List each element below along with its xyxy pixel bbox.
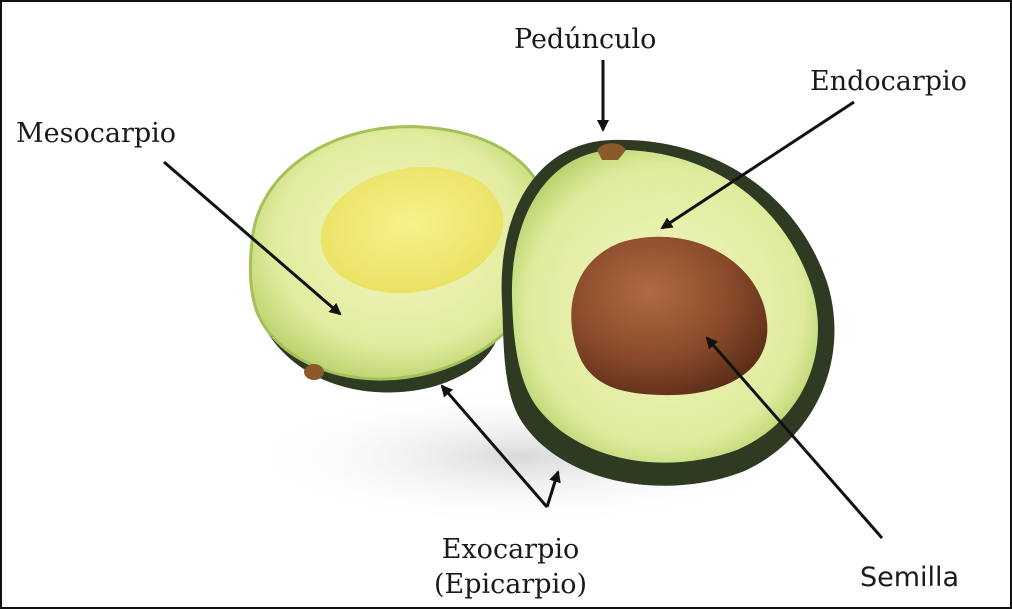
label-exocarp: Exocarpio (434, 536, 587, 563)
left-stem-nub (304, 364, 324, 380)
label-seed: Semilla (860, 564, 959, 591)
label-exocarp-group: Exocarpio (Epicarpio) (434, 536, 587, 606)
label-endocarp: Endocarpio (810, 68, 967, 95)
right-avocado-half (502, 140, 835, 486)
label-mesocarp: Mesocarpio (16, 120, 176, 147)
label-peduncle: Pedúnculo (514, 26, 656, 53)
label-epicarp: (Epicarpio) (434, 571, 587, 598)
